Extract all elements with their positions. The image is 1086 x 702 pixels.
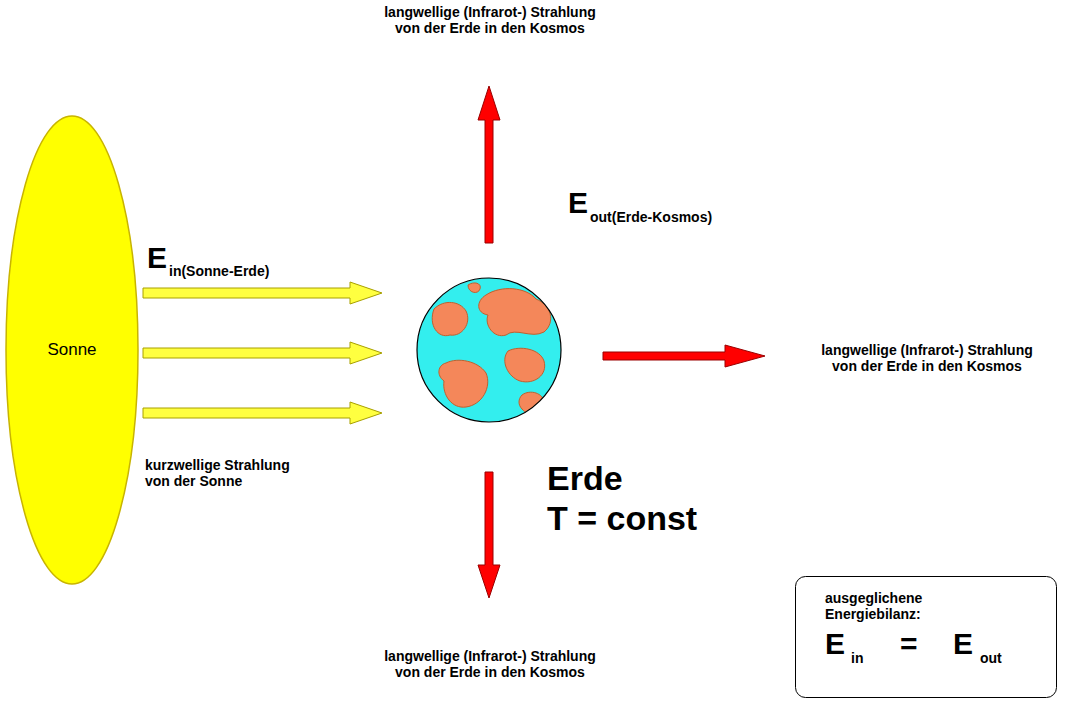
infrared-arrow (478, 86, 500, 243)
text-holder: T = const (547, 501, 697, 535)
energy-symbol: E (825, 629, 845, 659)
label-holder: E (147, 243, 167, 273)
radiation-label: langwellige (Infrarot-) Strahlung von de… (374, 648, 606, 680)
energy-subscript: out (980, 651, 1002, 665)
label-holder: langwellige (Infrarot-) Strahlung von de… (374, 648, 606, 680)
energy-subscript: in (851, 651, 863, 665)
equals-sign: = (900, 629, 918, 659)
label-holder: in(Sonne-Erde) (169, 264, 269, 278)
energy-symbol: E (953, 629, 973, 659)
text-holder: E (953, 629, 973, 659)
radiation-label: langwellige (Infrarot-) Strahlung von de… (811, 342, 1043, 374)
infrared-arrow (478, 472, 500, 598)
text-holder: Erde (547, 461, 623, 495)
label-holder: kurzwellige Strahlung von der Sonne (145, 457, 305, 489)
continent (432, 302, 468, 335)
label-holder: langwellige (Infrarot-) Strahlung von de… (374, 4, 606, 36)
sun-label: Sonne (5, 340, 139, 360)
earth-label: Erde (547, 461, 623, 495)
continent (439, 360, 488, 407)
text-holder: ausgeglichene Energiebilanz: (825, 590, 960, 622)
earth-globe: ErdeT = const (416, 277, 562, 423)
energy-symbol: E (568, 188, 588, 218)
energy-symbol: E (147, 243, 167, 273)
sun-ellipse: Sonne (5, 115, 139, 585)
energy-subscript: out(Erde-Kosmos) (590, 210, 712, 224)
infrared-arrow (603, 345, 765, 367)
continent (479, 289, 551, 336)
sun-shape (6, 116, 138, 584)
continent (519, 392, 544, 413)
solar-radiation-arrow (143, 402, 382, 424)
text-holder: E (825, 629, 845, 659)
balance-box: ausgeglichene Energiebilanz: Ein = Eout (795, 576, 1057, 698)
box-outline (796, 577, 1057, 698)
solar-radiation-arrow (143, 282, 382, 304)
text-holder: Sonne (5, 340, 139, 360)
text-holder: = (900, 629, 918, 659)
globe-outline (417, 278, 561, 422)
text-holder: out (980, 651, 1002, 665)
label-holder: out(Erde-Kosmos) (590, 210, 712, 224)
continent (505, 348, 545, 382)
solar-radiation-arrow (143, 342, 382, 364)
text-holder: in (851, 651, 863, 665)
earth-globe-outline (416, 277, 562, 423)
ocean (417, 278, 561, 422)
radiation-label: kurzwellige Strahlung von der Sonne (145, 457, 305, 489)
energy-subscript: in(Sonne-Erde) (169, 264, 269, 278)
radiation-label: langwellige (Infrarot-) Strahlung von de… (374, 4, 606, 36)
balance-heading: ausgeglichene Energiebilanz: (825, 590, 960, 622)
temperature-label: T = const (547, 501, 697, 535)
label-holder: E (568, 188, 588, 218)
label-holder: langwellige (Infrarot-) Strahlung von de… (811, 342, 1043, 374)
continent (468, 283, 480, 293)
